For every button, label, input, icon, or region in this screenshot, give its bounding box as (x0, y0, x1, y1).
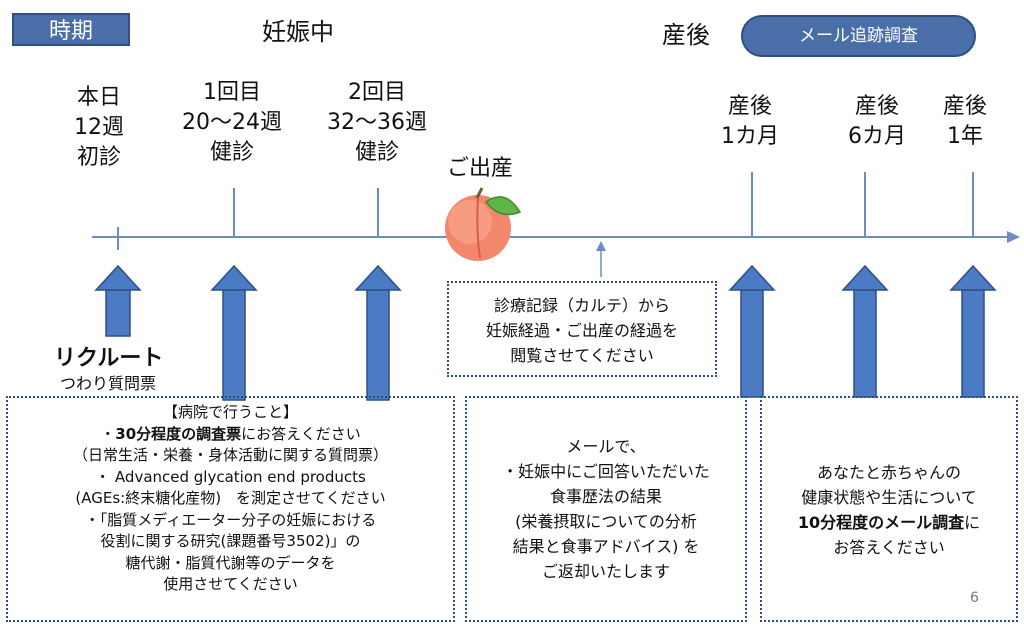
up-arrow-postpartum-6m-body (853, 289, 877, 398)
mail-result-box: メールで、 ・妊娠中にご回答いただいた 食事歴法の結果 (栄養摂取についての分析… (465, 396, 747, 622)
hospital-item-2: ・ Advanced glycation end products (AGEs:… (75, 467, 386, 508)
timeline-arrowhead (1007, 231, 1020, 243)
up-arrow-postpartum-1y-head (949, 264, 997, 291)
label-checkup-2: 2回目 32～36週 健診 (327, 80, 427, 165)
up-arrow-checkup-2-head (354, 264, 402, 291)
recruit-title: リクルート (54, 346, 164, 371)
survey-text: あなたと赤ちゃんの 健康状態や生活について 10分程度のメール調査に お答えくだ… (762, 398, 1016, 560)
up-arrow-today-body (105, 289, 131, 337)
postpartum-header: 産後 (662, 21, 710, 49)
label-postpartum-6m: 産後 6カ月 (848, 94, 906, 149)
peach-icon (445, 187, 522, 261)
label-postpartum-1y: 産後 1年 (942, 94, 987, 149)
records-box: 診療記録（カルテ）から 妊娠経過・ご出産の経過を 閲覧させてください (447, 281, 717, 377)
mail-survey-pill: メール追跡調査 (741, 15, 976, 57)
up-arrow-postpartum-1y-body (961, 289, 985, 398)
up-arrow-checkup-2-body (366, 289, 390, 401)
label-today: 本日 12週 初診 (74, 85, 124, 170)
survey-bold: 10分程度のメール調査 (797, 513, 965, 532)
records-box-text: 診療記録（カルテ）から 妊娠経過・ご出産の経過を 閲覧させてください (485, 296, 678, 365)
survey-line-3: 10分程度のメール調査に (762, 510, 1016, 535)
period-badge: 時期 (12, 13, 130, 46)
label-postpartum-1m: 産後 1カ月 (721, 94, 779, 149)
label-checkup-1: 1回目 20～24週 健診 (182, 80, 282, 165)
hospital-item-1-rest: にお答えください (241, 424, 361, 443)
survey-line-4: お答えください (833, 538, 945, 557)
survey-box: あなたと赤ちゃんの 健康状態や生活について 10分程度のメール調査に お答えくだ… (760, 396, 1018, 622)
hospital-item-1-note: （日常生活・栄養・身体活動に関する質問票） (72, 446, 388, 464)
label-birth: ご出産 (446, 156, 513, 181)
page-number: 6 (970, 590, 979, 606)
up-arrow-postpartum-6m-head (841, 264, 889, 291)
recruit-subtitle: つわり質問票 (60, 374, 157, 393)
survey-bold-suffix: に (964, 513, 981, 532)
up-arrow-checkup-1-head (210, 264, 258, 291)
up-arrow-today-head (94, 264, 142, 291)
up-arrow-postpartum-1m-head (728, 264, 776, 291)
hospital-item-1-prefix: ・ (100, 424, 116, 443)
up-arrow-postpartum-1m-body (740, 289, 764, 398)
survey-line-2: 健康状態や生活について (801, 488, 977, 507)
hospital-item-3: ・「脂質メディエーター分子の妊娠における 役割に関する研究(課題番号3502)」… (84, 510, 377, 594)
pregnancy-header: 妊娠中 (262, 18, 334, 46)
up-arrow-checkup-1-body (222, 289, 246, 401)
mail-result-text: メールで、 ・妊娠中にご回答いただいた 食事歴法の結果 (栄養摂取についての分析… (502, 437, 710, 581)
hospital-item-1: ・30分程度の調査票にお答えください (8, 424, 453, 446)
hospital-item-1-bold: 30分程度の調査票 (115, 424, 242, 443)
hospital-box: 【病院で行うこと】 ・30分程度の調査票にお答えください （日常生活・栄養・身体… (6, 396, 455, 622)
survey-line-1: あなたと赤ちゃんの (816, 463, 961, 482)
hospital-heading: 【病院で行うこと】 (162, 403, 298, 421)
records-arrow-head (596, 241, 606, 251)
